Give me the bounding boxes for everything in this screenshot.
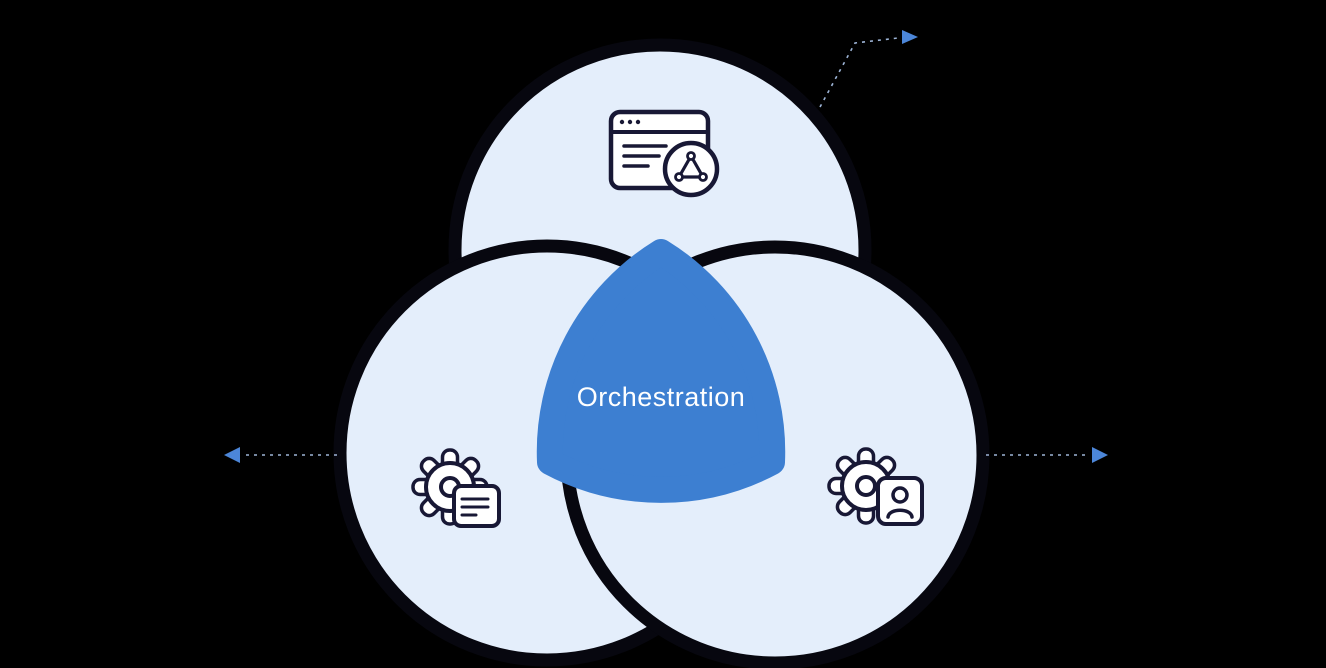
api-window-icon xyxy=(608,109,720,198)
arrow-left xyxy=(224,447,337,463)
arrow-right xyxy=(986,447,1108,463)
arrowhead-left-icon xyxy=(224,447,240,463)
arrow-up-right xyxy=(819,30,918,108)
arrowhead-right-icon xyxy=(1092,447,1108,463)
gear-user-icon xyxy=(827,447,924,526)
orchestration-label: Orchestration xyxy=(577,382,746,412)
arrowhead-right-icon xyxy=(902,30,918,44)
gear-document-icon xyxy=(411,448,501,528)
orchestration-shape xyxy=(536,239,786,503)
